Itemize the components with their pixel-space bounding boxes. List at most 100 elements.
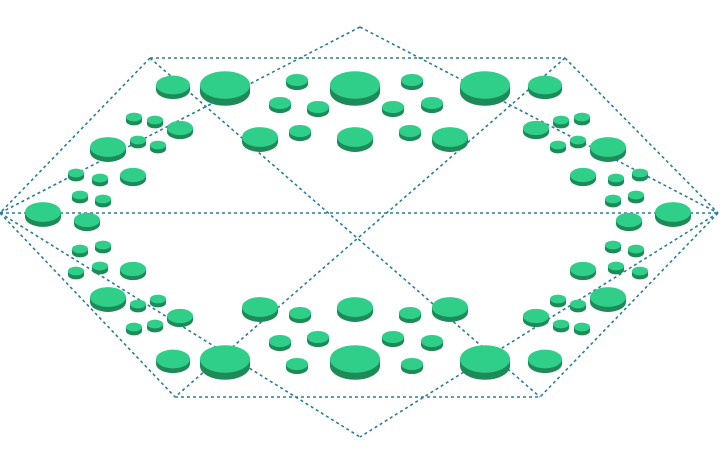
disc xyxy=(92,173,108,187)
disc xyxy=(628,190,644,204)
disc-top xyxy=(401,357,423,371)
disc xyxy=(528,75,562,100)
disc-top xyxy=(242,297,278,317)
disc-top xyxy=(570,299,586,309)
disc xyxy=(120,261,146,281)
disc-top xyxy=(570,167,596,183)
disc xyxy=(147,319,163,333)
disc-top xyxy=(337,127,373,147)
outer-diamond-edge xyxy=(359,26,719,214)
disc-top xyxy=(286,73,308,87)
hexagon-edge xyxy=(564,57,719,214)
disc xyxy=(550,294,566,308)
disc xyxy=(330,345,380,380)
disc xyxy=(307,330,329,348)
disc xyxy=(632,266,648,280)
disc-top xyxy=(330,71,380,99)
disc xyxy=(126,322,142,336)
disc-top xyxy=(655,202,691,222)
disc xyxy=(605,240,621,254)
disc-top xyxy=(570,135,586,145)
disc xyxy=(269,96,291,114)
disc-top xyxy=(632,168,648,178)
disc-top xyxy=(550,294,566,304)
disc-top xyxy=(382,330,404,344)
disc xyxy=(130,135,146,149)
disc-top xyxy=(432,297,468,317)
disc xyxy=(432,127,468,152)
disc xyxy=(200,345,250,380)
diagonal-line xyxy=(174,57,566,398)
disc xyxy=(421,334,443,352)
disc-top xyxy=(120,261,146,277)
disc-top xyxy=(95,194,111,204)
disc xyxy=(590,137,626,162)
disc-top xyxy=(90,287,126,307)
disc xyxy=(92,261,108,275)
disc xyxy=(616,212,642,232)
disc-top xyxy=(628,190,644,200)
disc-top xyxy=(628,244,644,254)
disc xyxy=(286,357,308,375)
disc xyxy=(147,115,163,129)
disc-top xyxy=(25,202,61,222)
disc xyxy=(570,261,596,281)
disc xyxy=(307,100,329,118)
disc-top xyxy=(269,96,291,110)
disc-top xyxy=(242,127,278,147)
disc-top xyxy=(72,244,88,254)
discs xyxy=(25,71,691,380)
disc-top xyxy=(550,140,566,150)
disc xyxy=(289,306,311,324)
disc xyxy=(337,127,373,152)
disc xyxy=(74,212,100,232)
hexagon-edge xyxy=(0,57,151,214)
disc-top xyxy=(574,322,590,332)
disc-top xyxy=(150,294,166,304)
disc-top xyxy=(200,345,250,373)
disc xyxy=(570,299,586,313)
disc xyxy=(289,124,311,142)
disc-top xyxy=(156,349,190,369)
disc xyxy=(167,308,193,328)
disc-top xyxy=(608,173,624,183)
disc-top xyxy=(523,308,549,324)
disc xyxy=(399,124,421,142)
disc xyxy=(95,240,111,254)
disc xyxy=(421,96,443,114)
disc xyxy=(605,194,621,208)
disc xyxy=(401,73,423,91)
disc-top xyxy=(382,100,404,114)
disc xyxy=(72,190,88,204)
disc xyxy=(401,357,423,375)
disc xyxy=(150,294,166,308)
disc-top xyxy=(399,124,421,138)
disc-top xyxy=(156,75,190,95)
disc xyxy=(628,244,644,258)
disc xyxy=(608,173,624,187)
disc-top xyxy=(605,240,621,250)
disc xyxy=(570,167,596,187)
disc-top xyxy=(399,306,421,320)
disc xyxy=(460,345,510,380)
disc-top xyxy=(528,349,562,369)
disc-top xyxy=(553,319,569,329)
disc xyxy=(337,297,373,322)
disc xyxy=(632,168,648,182)
disc xyxy=(167,120,193,140)
disc xyxy=(242,297,278,322)
disc xyxy=(200,71,250,106)
outer-diamond-edge xyxy=(0,26,361,214)
disc xyxy=(72,244,88,258)
disc xyxy=(90,287,126,312)
disc-top xyxy=(150,140,166,150)
disc xyxy=(269,334,291,352)
disc-top xyxy=(120,167,146,183)
disc xyxy=(590,287,626,312)
disc-top xyxy=(523,120,549,136)
disc xyxy=(95,194,111,208)
disc xyxy=(553,319,569,333)
disc-top xyxy=(286,357,308,371)
disc-top xyxy=(92,261,108,271)
diagonal-line xyxy=(149,57,541,398)
